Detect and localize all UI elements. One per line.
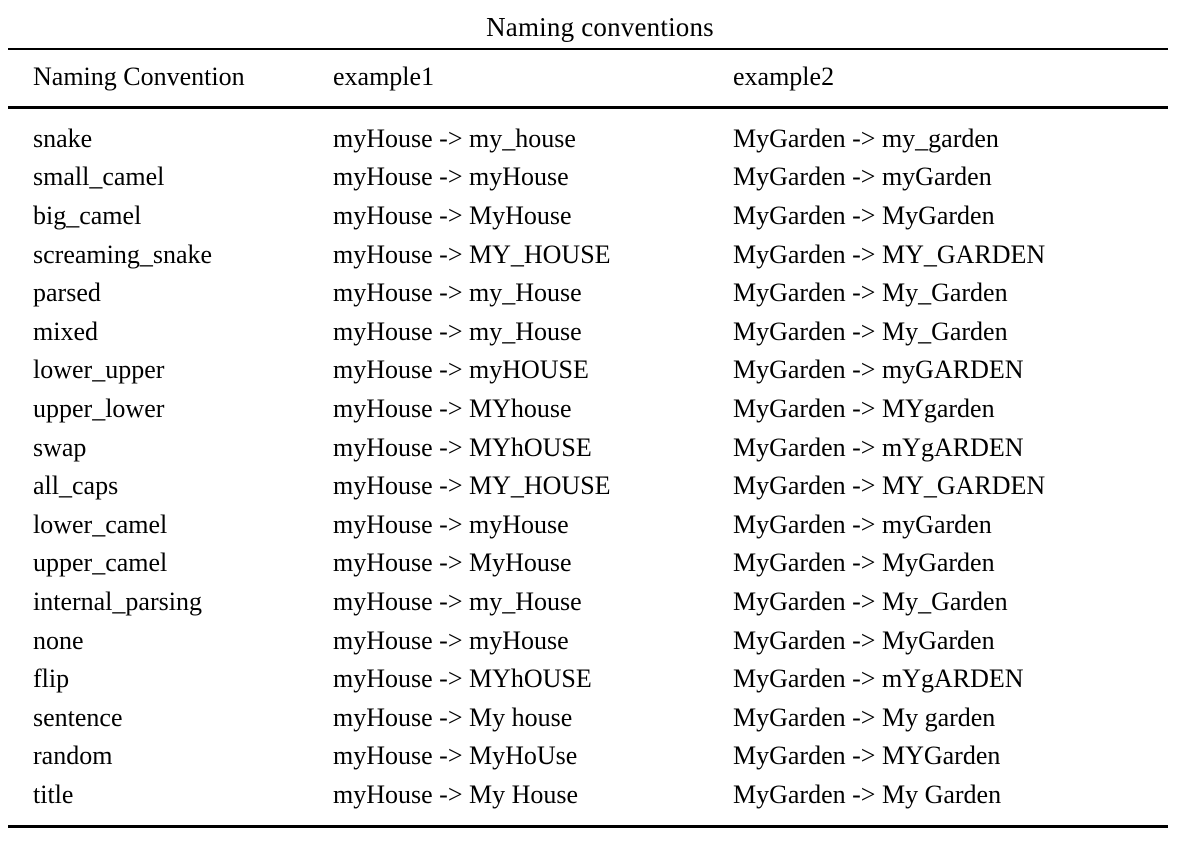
cell-naming-convention: all_caps (33, 471, 119, 501)
table-row: internal_parsing myHouse -> my_House MyGar… (8, 583, 1168, 622)
cell-example2: MyGarden -> myGARDEN (733, 355, 1024, 385)
cell-naming-convention: title (33, 779, 74, 809)
cell-example2: MyGarden -> MyGarden (733, 200, 995, 230)
table-row: none myHouse -> myHouse MyGarden -> MyGard… (8, 622, 1168, 661)
table-row: big_camel myHouse -> MyHouse MyGarden -> M… (8, 197, 1168, 236)
cell-example1: myHouse -> myHouse (333, 625, 569, 655)
cell-naming-convention: parsed (33, 278, 101, 308)
cell-example1: myHouse -> MYhouse (333, 393, 572, 423)
cell-example1: myHouse -> MYhOUSE (333, 664, 592, 694)
cell-example1: myHouse -> MyHouse (333, 200, 572, 230)
cell-example2: MyGarden -> myGarden (733, 162, 992, 192)
cell-example1: myHouse -> my_House (333, 316, 582, 346)
table-row: lower_camel myHouse -> myHouse MyGarden ->… (8, 506, 1168, 545)
table-row: parsed myHouse -> my_House MyGarden -> My_… (8, 274, 1168, 313)
cell-example1: myHouse -> MYhOUSE (333, 432, 592, 462)
column-header-example2: example2 (733, 62, 835, 92)
cell-example1: myHouse -> my_House (333, 278, 582, 308)
cell-example2: MyGarden -> My Garden (733, 779, 1002, 809)
table-row: title myHouse -> My House MyGarden -> My G… (8, 776, 1168, 826)
column-header-naming-convention: Naming Convention (33, 62, 245, 92)
table-row: upper_camel myHouse -> MyHouse MyGarden ->… (8, 544, 1168, 583)
table-row: mixed myHouse -> my_House MyGarden -> My_G… (8, 313, 1168, 352)
cell-example1: myHouse -> my_House (333, 586, 582, 616)
cell-naming-convention: internal_parsing (33, 586, 202, 616)
table-row: screaming_snake myHouse -> MY_HOUSE MyGard… (8, 236, 1168, 275)
column-header-example1: example1 (333, 62, 435, 92)
cell-example2: MyGarden -> My_Garden (733, 316, 1008, 346)
cell-example1: myHouse -> MyHouse (333, 548, 572, 578)
cell-example1: myHouse -> myHouse (333, 162, 569, 192)
cell-example1: myHouse -> myHOUSE (333, 355, 589, 385)
cell-example2: MyGarden -> My_Garden (733, 586, 1008, 616)
cell-example2: MyGarden -> MyGarden (733, 548, 995, 578)
cell-example2: MyGarden -> my_garden (733, 123, 999, 153)
cell-naming-convention: lower_upper (33, 355, 165, 385)
cell-example1: myHouse -> MY_HOUSE (333, 239, 611, 269)
cell-naming-convention: upper_lower (33, 393, 165, 423)
cell-example2: MyGarden -> mYgARDEN (733, 432, 1024, 462)
cell-example1: myHouse -> My house (333, 702, 573, 732)
table-row: random myHouse -> MyHoUse MyGarden -> MYGa… (8, 737, 1168, 776)
naming-conventions-table: Naming Convention example1 example2 snak… (8, 48, 1168, 828)
cell-example2: MyGarden -> MYgarden (733, 393, 995, 423)
cell-naming-convention: snake (33, 123, 93, 153)
cell-example2: MyGarden -> My garden (733, 702, 996, 732)
table-row: lower_upper myHouse -> myHOUSE MyGarden ->… (8, 351, 1168, 390)
table-row: small_camel myHouse -> myHouse MyGarden ->… (8, 158, 1168, 197)
cell-example2: MyGarden -> MY_GARDEN (733, 471, 1046, 501)
table-row: upper_lower myHouse -> MYhouse MyGarden ->… (8, 390, 1168, 429)
cell-example1: myHouse -> My House (333, 779, 579, 809)
table-row: sentence myHouse -> My house MyGarden -> M… (8, 699, 1168, 738)
page-title: Naming conventions (486, 12, 714, 42)
cell-example2: MyGarden -> MYGarden (733, 741, 1001, 771)
cell-example2: MyGarden -> MyGarden (733, 625, 995, 655)
cell-naming-convention: big_camel (33, 200, 142, 230)
table-header-row: Naming Convention example1 example2 (8, 50, 1168, 106)
cell-naming-convention: none (33, 625, 84, 655)
cell-example2: MyGarden -> My_Garden (733, 278, 1008, 308)
cell-example2: MyGarden -> mYgARDEN (733, 664, 1024, 694)
cell-naming-convention: lower_camel (33, 509, 168, 539)
table-bottom-rule (8, 825, 1168, 828)
cell-example1: myHouse -> MyHoUse (333, 741, 578, 771)
table-row: flip myHouse -> MYhOUSE MyGarden -> mYgARD… (8, 660, 1168, 699)
table-row: snake myHouse -> my_house MyGarden -> my_g… (8, 109, 1168, 159)
table-header-rule (8, 106, 1168, 109)
cell-naming-convention: small_camel (33, 162, 165, 192)
cell-naming-convention: mixed (33, 316, 98, 346)
cell-naming-convention: flip (33, 664, 70, 694)
table-top-rule (8, 48, 1168, 51)
cell-example1: myHouse -> my_house (333, 123, 576, 153)
table-row: swap myHouse -> MYhOUSE MyGarden -> mYgARD… (8, 429, 1168, 468)
cell-naming-convention: sentence (33, 702, 123, 732)
cell-naming-convention: screaming_snake (33, 239, 213, 269)
cell-naming-convention: swap (33, 432, 87, 462)
cell-naming-convention: random (33, 741, 113, 771)
table-row: all_caps myHouse -> MY_HOUSE MyGarden -> M… (8, 467, 1168, 506)
cell-example1: myHouse -> MY_HOUSE (333, 471, 611, 501)
cell-naming-convention: upper_camel (33, 548, 168, 578)
cell-example1: myHouse -> myHouse (333, 509, 569, 539)
cell-example2: MyGarden -> MY_GARDEN (733, 239, 1046, 269)
cell-example2: MyGarden -> myGarden (733, 509, 992, 539)
